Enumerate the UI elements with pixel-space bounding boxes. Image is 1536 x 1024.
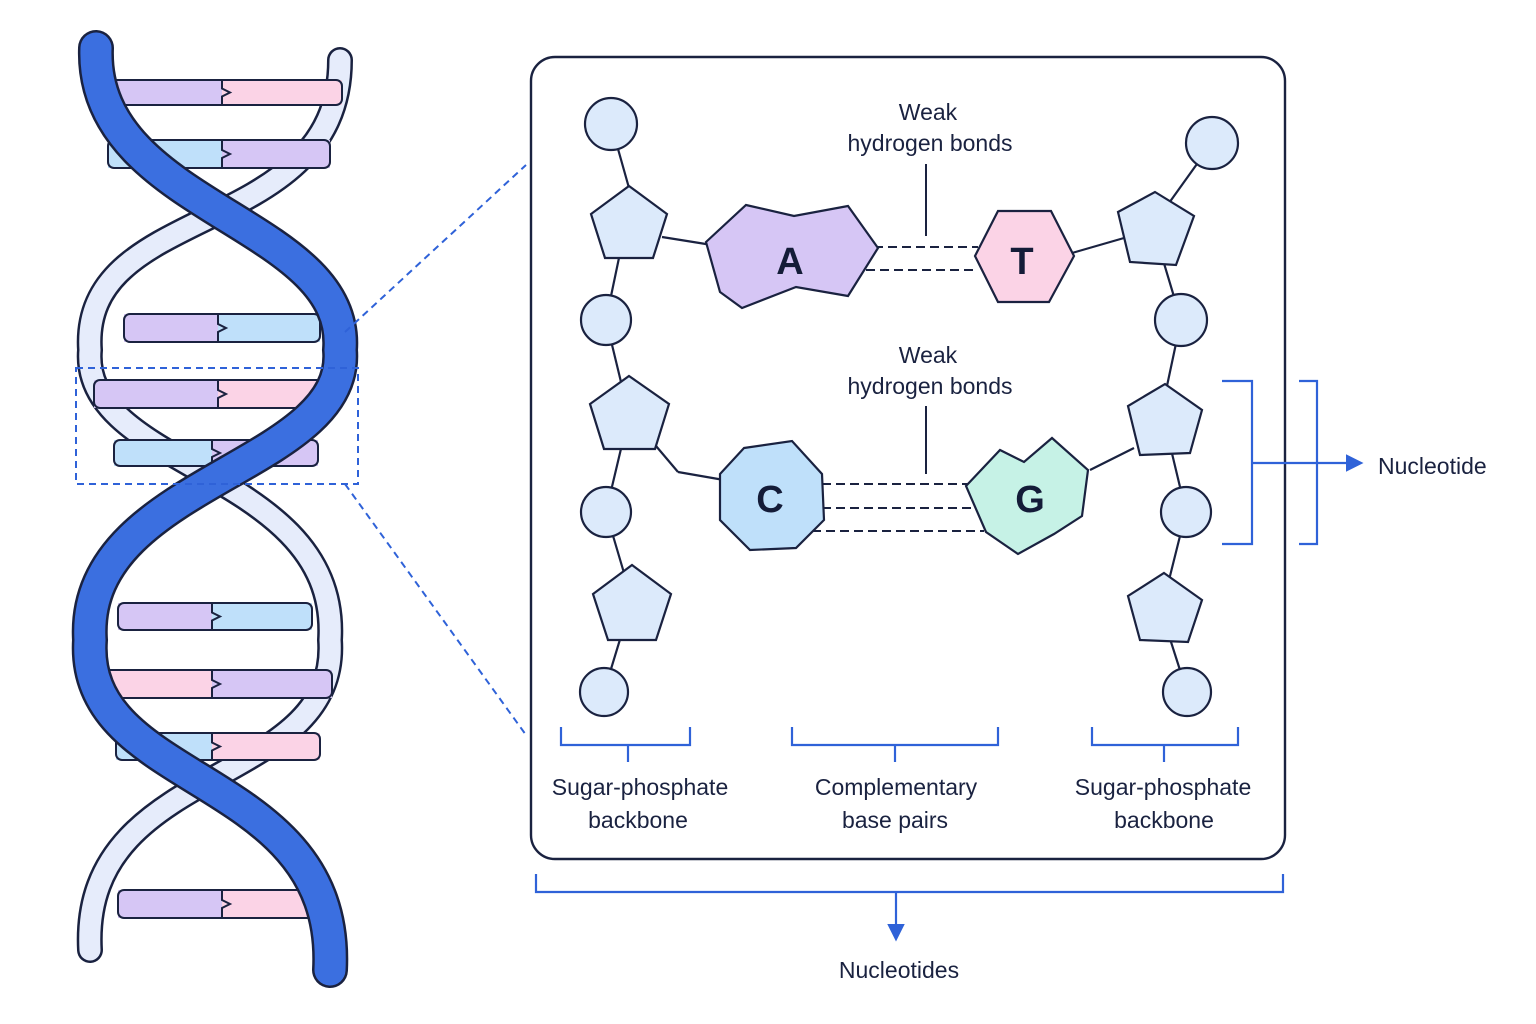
sugar-pentagon: [1116, 190, 1196, 267]
backbone-right-bracket: Sugar-phosphate backbone: [1075, 727, 1251, 833]
backbone-left-bracket: Sugar-phosphate backbone: [552, 727, 728, 833]
right-backbone: [1071, 115, 1240, 718]
sugar-pentagon: [1126, 571, 1204, 644]
base-cytosine: C: [718, 439, 826, 552]
svg-text:hydrogen bonds: hydrogen bonds: [848, 373, 1013, 399]
hydrogen-bond-lines: [812, 246, 984, 532]
rung-outline: [123, 313, 321, 343]
rung-bond: [221, 80, 233, 105]
svg-text:backbone: backbone: [1114, 807, 1214, 833]
phosphate-circle: [579, 293, 633, 347]
nucleotides-label: Nucleotides: [839, 957, 959, 983]
rung-half: [124, 314, 218, 342]
phosphate-circle: [583, 96, 639, 152]
svg-text:hydrogen bonds: hydrogen bonds: [848, 130, 1013, 156]
rung-half: [218, 314, 320, 342]
rung-half: [118, 890, 222, 918]
rung-half: [222, 80, 342, 105]
zoom-line-bottom: [344, 483, 527, 736]
svg-text:Sugar-phosphate: Sugar-phosphate: [1075, 774, 1251, 800]
bond-label-mid: Weak hydrogen bonds: [848, 342, 1013, 399]
svg-text:Weak: Weak: [899, 342, 958, 368]
rung-bond: [211, 603, 223, 630]
base-letter-g: G: [1015, 479, 1045, 521]
sugar-pentagon: [591, 563, 673, 642]
phosphate-circle: [1153, 292, 1209, 348]
rung-bond: [221, 890, 233, 918]
base-thymine: T: [973, 209, 1076, 304]
bond-label-top: Weak hydrogen bonds: [848, 99, 1013, 156]
sugar-pentagon: [589, 184, 669, 260]
rung-half: [118, 603, 212, 630]
rung-outline: [115, 732, 321, 761]
rung-bond: [221, 140, 233, 168]
phosphate-circle: [578, 666, 630, 718]
rung-half: [212, 670, 332, 698]
rung-half: [212, 603, 312, 630]
base-pairs-bracket: Complementary base pairs: [790, 727, 1000, 833]
phosphate-circle: [1159, 485, 1213, 539]
rung-half: [222, 140, 330, 168]
base-adenine: A: [704, 203, 880, 310]
rung-half: [212, 733, 320, 760]
zoom-region: [75, 367, 359, 485]
base-letter-t: T: [1010, 241, 1033, 283]
svg-text:backbone: backbone: [588, 807, 688, 833]
zoom-line-top: [344, 164, 527, 333]
rung-half: [114, 440, 212, 466]
phosphate-circle: [1161, 666, 1213, 718]
detail-panel: [529, 55, 1287, 861]
double-helix: [71, 30, 359, 988]
phosphate-circle: [579, 485, 633, 539]
svg-text:base pairs: base pairs: [842, 807, 948, 833]
rung-bond: [211, 733, 223, 760]
rung-bond: [211, 670, 223, 698]
left-backbone: [578, 96, 725, 718]
rung-outline: [117, 602, 313, 631]
svg-text:Complementary: Complementary: [815, 774, 978, 800]
sugar-pentagon: [1126, 382, 1204, 457]
nucleotide-label: Nucleotide: [1378, 453, 1487, 479]
svg-text:Sugar-phosphate: Sugar-phosphate: [552, 774, 728, 800]
rung-outline: [107, 139, 331, 169]
rung-bond: [217, 314, 229, 342]
nucleotides-bracket: Nucleotides: [534, 874, 1285, 983]
phosphate-circle: [1184, 115, 1240, 171]
rung-bond: [211, 440, 223, 466]
base-letter-a: A: [776, 241, 803, 283]
svg-text:Weak: Weak: [899, 99, 958, 125]
sugar-pentagon: [588, 374, 671, 451]
nucleotide-bracket: Nucleotide: [1222, 379, 1487, 546]
rung-half: [94, 380, 218, 408]
base-letter-c: C: [756, 479, 783, 521]
rung-bond: [217, 380, 229, 408]
base-guanine: G: [964, 436, 1090, 556]
